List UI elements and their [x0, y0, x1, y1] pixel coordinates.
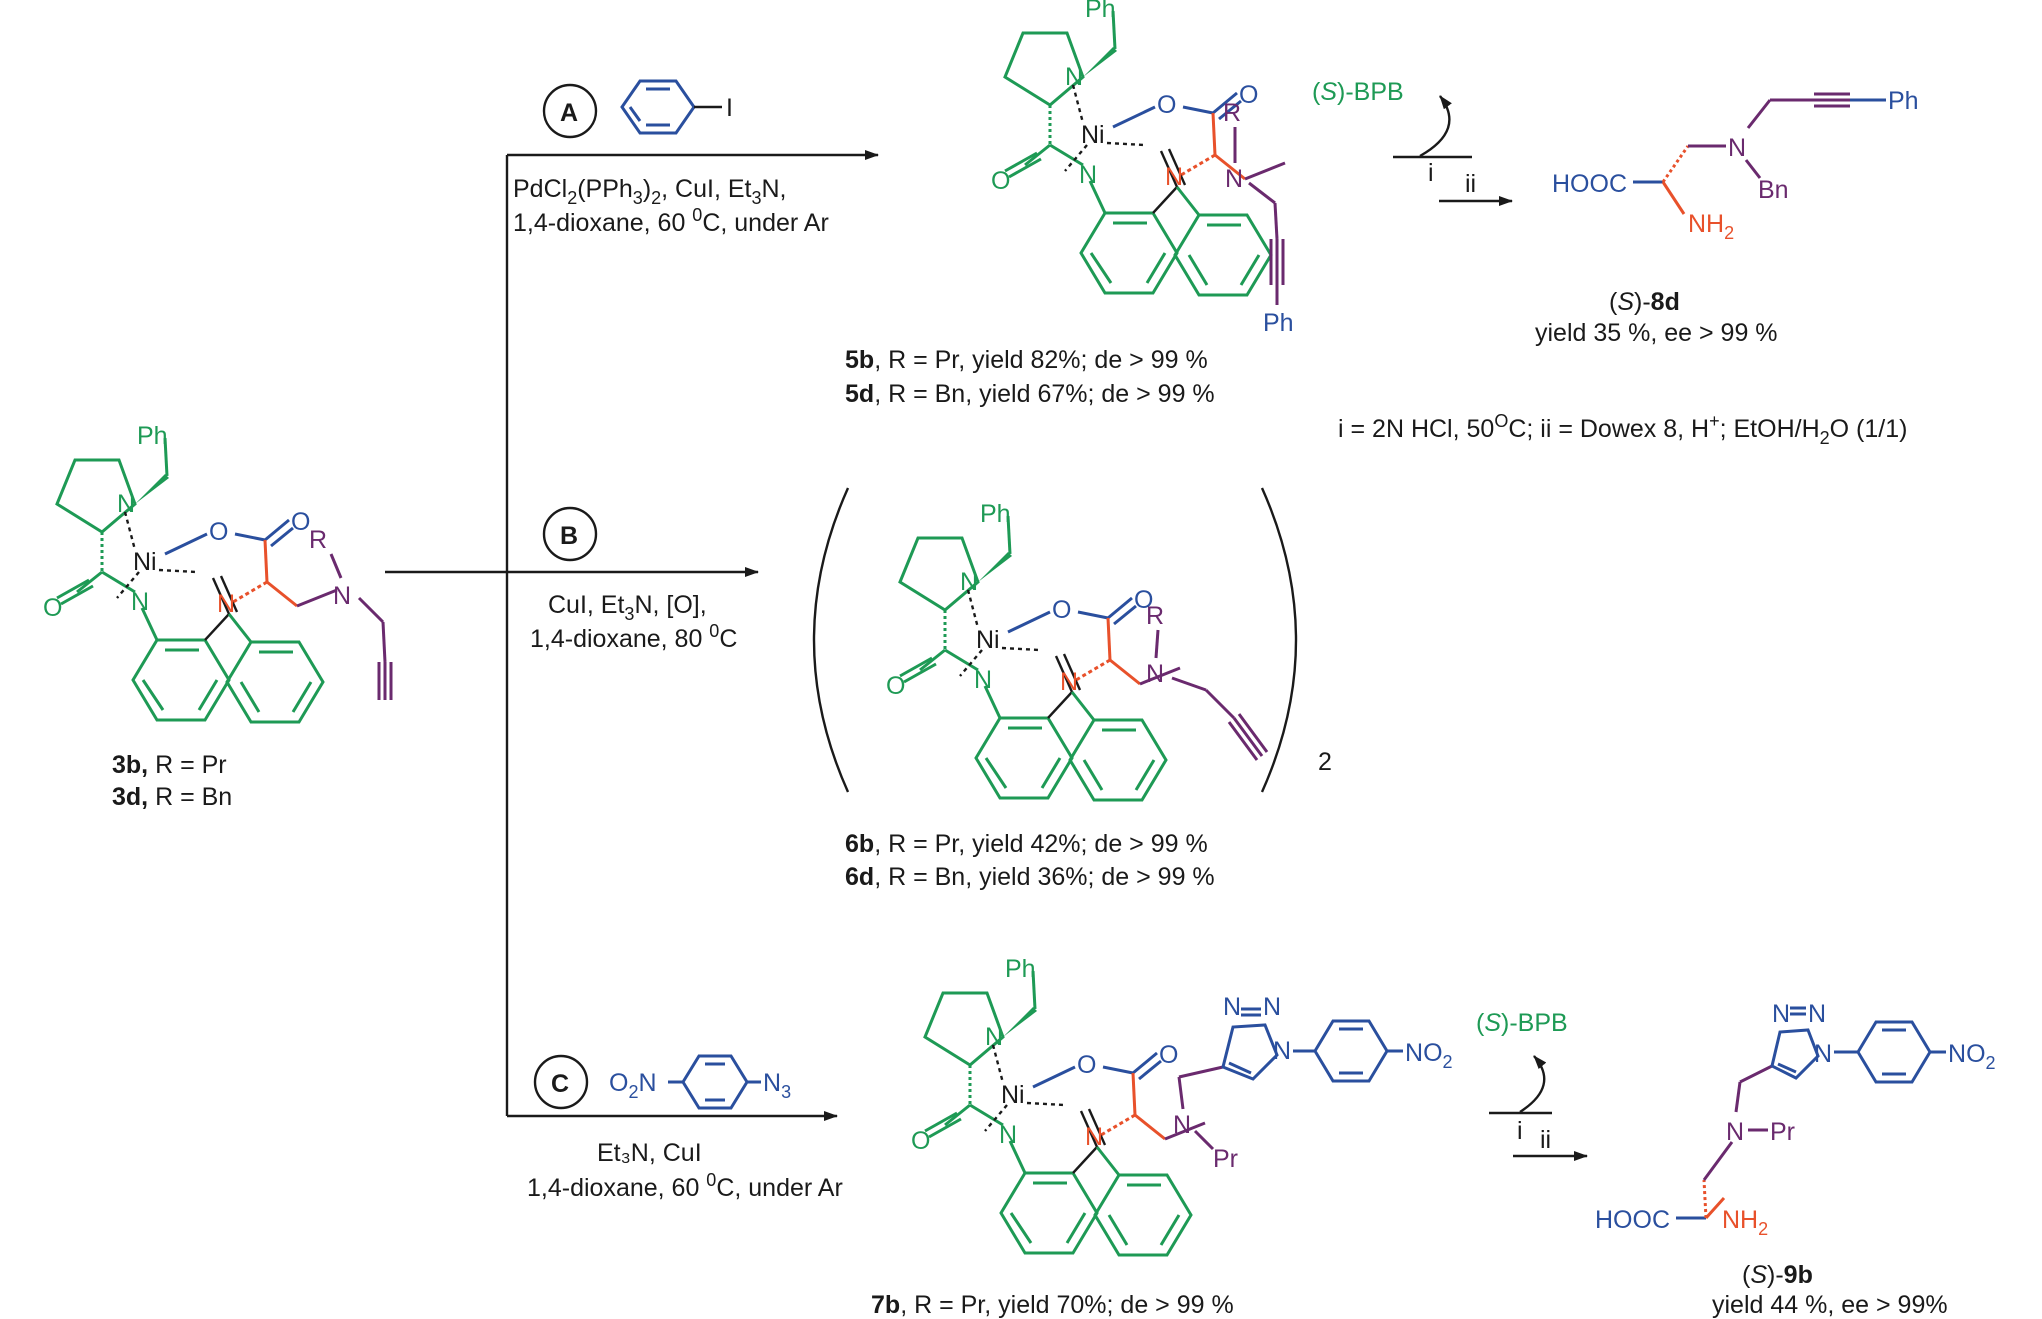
svg-text:HOOC: HOOC — [1552, 170, 1627, 198]
svg-text:N: N — [1808, 1000, 1826, 1028]
svg-text:R: R — [1146, 602, 1164, 630]
svg-text:N3: N3 — [763, 1069, 791, 1102]
compound-3d-label: 3d, R = Bn — [112, 783, 232, 811]
svg-text:Pr: Pr — [1770, 1118, 1795, 1146]
compound-9b-yield: yield 44 %, ee > 99% — [1712, 1291, 1948, 1319]
svg-text:C: C — [551, 1070, 569, 1098]
route-a-label: A — [542, 83, 598, 139]
svg-text:R: R — [1223, 99, 1241, 127]
step-ii-label-1: ii — [1465, 170, 1476, 198]
svg-text:NH2: NH2 — [1722, 1206, 1768, 1239]
compound-3-structure: N R — [43, 422, 393, 724]
compound-3b-label: 3b, R = Pr — [112, 751, 227, 779]
route-c-conditions-2: 1,4-dioxane, 60 0C, under Ar — [527, 1170, 843, 1202]
svg-text:Pr: Pr — [1213, 1145, 1238, 1173]
svg-text:N: N — [1223, 993, 1241, 1021]
route-b-label: B — [542, 506, 598, 562]
svg-text:N: N — [1814, 1040, 1832, 1068]
step-i-label-1: i — [1428, 159, 1434, 187]
compound-9b-structure: HOOC NH2 N Pr N N N NO2 — [1595, 1000, 1996, 1239]
svg-text:B: B — [560, 522, 578, 550]
compound-5b-label: 5b, R = Pr, yield 82%; de > 99 % — [845, 346, 1208, 374]
svg-text:Bn: Bn — [1758, 176, 1789, 204]
svg-text:Ph: Ph — [1263, 309, 1294, 337]
compound-7b-label: 7b, R = Pr, yield 70%; de > 99 % — [871, 1291, 1234, 1319]
svg-text:Ph: Ph — [1888, 87, 1919, 115]
route-a-conditions-1: PdCl2(PPh3)2, CuI, Et3N, — [513, 175, 786, 208]
svg-text:HOOC: HOOC — [1595, 1206, 1670, 1234]
svg-text:NO2: NO2 — [1948, 1040, 1996, 1073]
compound-5d-label: 5d, R = Bn, yield 67%; de > 99 % — [845, 380, 1215, 408]
svg-text:N: N — [1273, 1037, 1291, 1065]
svg-text:(S)-BPB: (S)-BPB — [1476, 1009, 1568, 1037]
dimer-subscript: 2 — [1318, 748, 1332, 776]
compound-9b-label: (S)-9b — [1742, 1261, 1813, 1289]
svg-text:NO2: NO2 — [1405, 1039, 1453, 1072]
route-b-conditions-1: CuI, Et3N, [O], — [548, 591, 707, 624]
bpb-release-1: (S)-BPB — [1312, 78, 1452, 158]
svg-text:N: N — [1263, 993, 1281, 1021]
svg-text:N: N — [1772, 1000, 1790, 1028]
iodobenzene-structure: I — [620, 79, 733, 135]
svg-text:N: N — [1726, 1118, 1744, 1146]
compound-6-structure: N R — [886, 500, 1269, 802]
svg-text:N: N — [1146, 660, 1164, 688]
compound-8d-label: (S)-8d — [1609, 288, 1680, 316]
step-i-label-2: i — [1517, 1117, 1523, 1145]
compound-8d-structure: HOOC NH2 N Bn Ph — [1552, 87, 1919, 243]
svg-text:N: N — [333, 582, 351, 610]
route-a-conditions-2: 1,4-dioxane, 60 0C, under Ar — [513, 205, 829, 237]
compound-7b-structure: N Pr N N N NO2 — [911, 955, 1453, 1257]
route-c-conditions-1: Et₃N, CuI — [597, 1139, 702, 1167]
svg-text:N: N — [1225, 165, 1243, 193]
svg-text:NH2: NH2 — [1688, 210, 1734, 243]
footnote: i = 2N HCl, 50OC; ii = Dowex 8, H+; EtOH… — [1338, 411, 1907, 448]
svg-text:I: I — [726, 94, 733, 122]
bpb-release-2: (S)-BPB — [1476, 1009, 1568, 1114]
right-bracket — [1260, 487, 1298, 793]
compound-8d-yield: yield 35 %, ee > 99 % — [1535, 319, 1778, 347]
svg-text:R: R — [309, 526, 327, 554]
compound-6b-label: 6b, R = Pr, yield 42%; de > 99 % — [845, 830, 1208, 858]
compound-5-structure: N R Ph — [991, 0, 1294, 337]
left-bracket — [812, 487, 850, 793]
svg-text:N: N — [1728, 134, 1746, 162]
route-c-label: C — [533, 1054, 589, 1110]
svg-text:A: A — [560, 99, 578, 127]
compound-6d-label: 6d, R = Bn, yield 36%; de > 99 % — [845, 863, 1215, 891]
svg-text:N: N — [1173, 1111, 1191, 1139]
svg-text:(S)-BPB: (S)-BPB — [1312, 78, 1404, 106]
step-ii-label-2: ii — [1540, 1126, 1551, 1154]
route-b-conditions-2: 1,4-dioxane, 80 0C — [530, 621, 737, 653]
svg-text:O2N: O2N — [609, 1069, 657, 1102]
nitrophenyl-azide-structure: O2N N3 — [609, 1054, 791, 1110]
